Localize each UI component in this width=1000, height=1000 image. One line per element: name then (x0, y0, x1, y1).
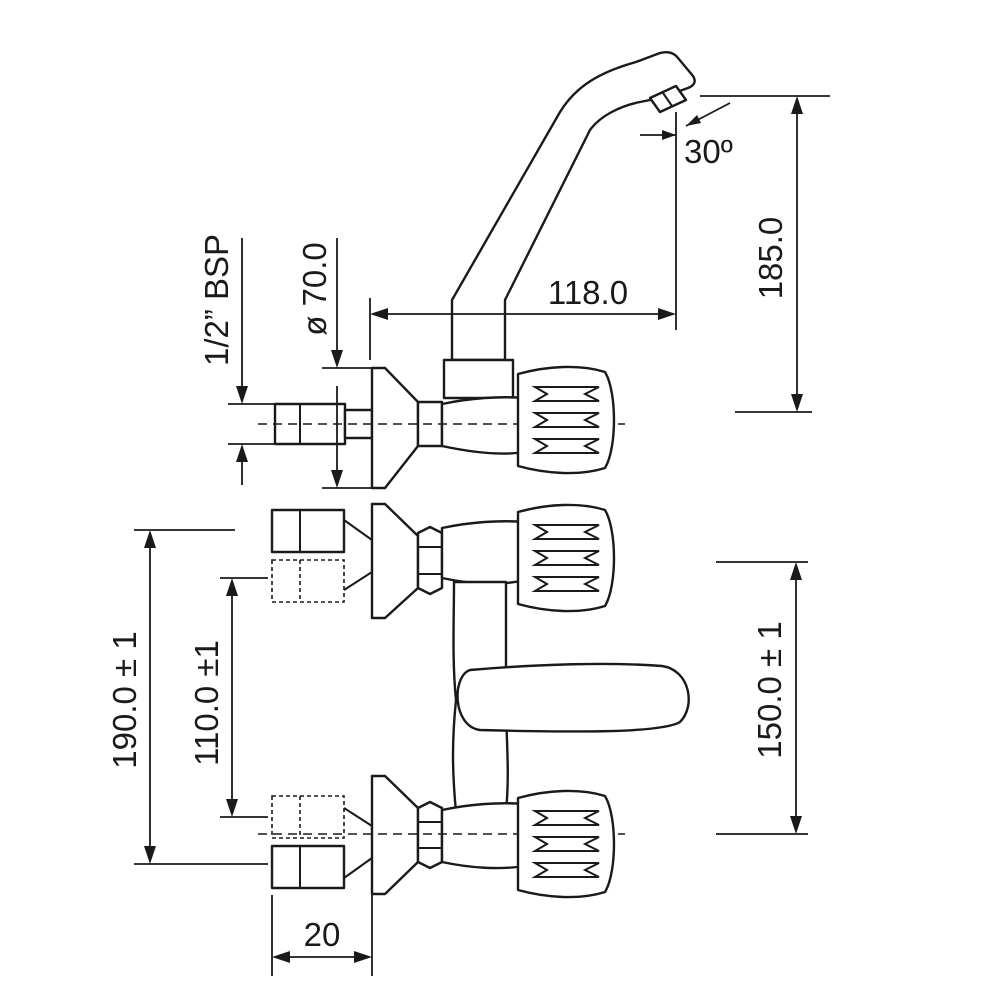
mid-hex-nut (416, 525, 444, 596)
bottom-hex-nut (416, 800, 444, 870)
inner-centers-label: 110.0 ±1 (188, 640, 225, 766)
reach-118-label: 118.0 (548, 274, 628, 311)
mid-wall-flange (370, 502, 420, 620)
mid-valve-body (440, 520, 527, 585)
spout-offset-label: 150.0 ± 1 (751, 621, 788, 758)
top-inlet-assembly (258, 366, 625, 490)
dimension-lines (134, 95, 830, 976)
top-valve-body (440, 396, 527, 455)
bottom-valve-body (440, 802, 527, 870)
height-185-label: 185.0 (752, 217, 789, 300)
dimension-labels: 30º 185.0 118.0 1/2” BSP ø 70.0 190.0 ± … (106, 133, 789, 953)
mid-inlet-nipple (270, 508, 346, 554)
middle-valve-handle (516, 503, 616, 613)
middle-inlet-assembly (270, 502, 527, 620)
swivel-spout (442, 50, 696, 400)
bottom-inlet-nipple (270, 844, 346, 890)
bsp-thread-label: 1/2” BSP (198, 234, 235, 366)
projection-20-label: 20 (304, 916, 341, 953)
angle-label: 30º (684, 133, 733, 170)
bottom-valve-handle (516, 789, 616, 899)
flange-diameter-label: ø 70.0 (296, 242, 333, 336)
bottom-wall-flange (370, 774, 420, 896)
top-wall-flange (370, 366, 420, 490)
mixer-body (451, 580, 690, 814)
lever-handle (456, 662, 690, 733)
outer-centers-label: 190.0 ± 1 (106, 631, 143, 768)
top-valve-handle (516, 365, 616, 475)
valve-handles (516, 365, 616, 899)
